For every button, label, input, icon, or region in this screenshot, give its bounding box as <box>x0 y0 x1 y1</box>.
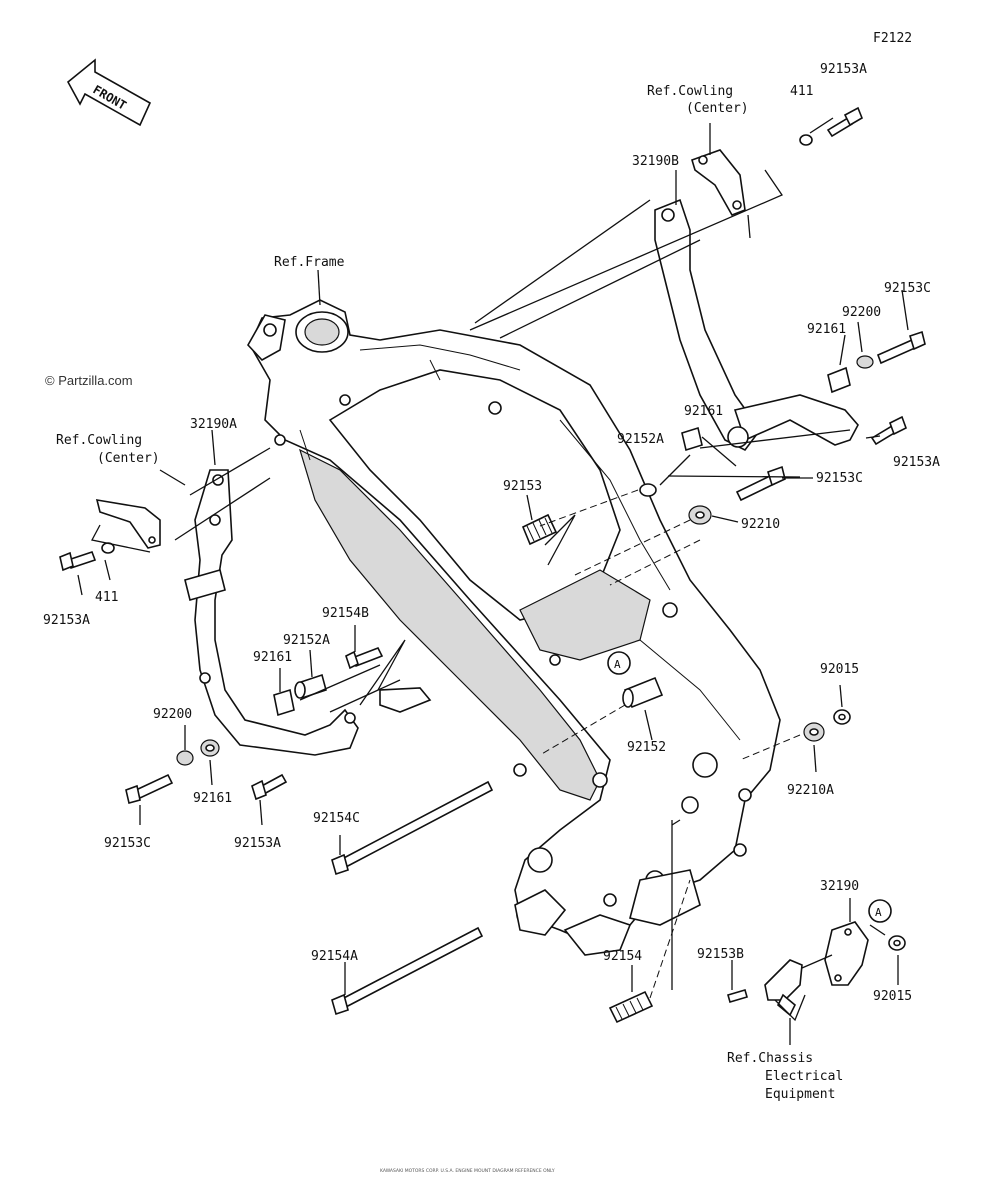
bolt-92153a-left <box>59 550 97 572</box>
long-bolt-92154c <box>331 780 494 876</box>
label-92200-left: 92200 <box>153 707 192 722</box>
collar-92161-right-upper <box>827 366 851 394</box>
collar-92161-right-lower <box>681 426 703 452</box>
bolt-92153c-left <box>125 773 174 804</box>
ref-cowling-left-line1: Ref.Cowling <box>56 433 142 448</box>
footer-fine-print: KAWASAKI MOTORS CORP. U.S.A. ENGINE MOUN… <box>380 1168 555 1174</box>
bolt-92153a-top <box>826 106 863 138</box>
svg-text:A: A <box>875 906 882 919</box>
bracket-32190b <box>654 149 859 452</box>
ref-frame: Ref.Frame <box>274 255 345 270</box>
bolt-92153a-left-lower <box>251 773 288 801</box>
label-92161-right-lower: 92161 <box>684 404 723 419</box>
label-92154: 92154 <box>603 949 642 964</box>
washer-92200-right <box>856 355 874 369</box>
label-92153a-right: 92153A <box>893 455 940 470</box>
bolt-92153 <box>521 513 558 546</box>
callout-a-circle-lower: A <box>868 899 892 923</box>
label-92200-right: 92200 <box>842 305 881 320</box>
label-92153a-left: 92153A <box>43 613 90 628</box>
bracket-32190a <box>95 469 432 756</box>
leader-lines <box>77 117 909 1045</box>
label-92153a-top: 92153A <box>820 62 867 77</box>
label-92153b: 92153B <box>697 947 744 962</box>
label-32190: 32190 <box>820 879 859 894</box>
frame-illustration: A <box>247 299 781 956</box>
nut-92210 <box>688 505 712 525</box>
label-92161-left: 92161 <box>253 650 292 665</box>
collar-92161-left-lower <box>200 739 220 757</box>
label-411-left: 411 <box>95 590 118 605</box>
label-92153c-left: 92153C <box>104 836 151 851</box>
long-bolt-92154a <box>331 926 484 1016</box>
bolt-92154b <box>345 646 384 670</box>
ref-chassis-line2: Electrical <box>765 1069 843 1084</box>
bolt-92153a-right <box>870 415 907 446</box>
label-32190b: 32190B <box>632 154 679 169</box>
callout-a-frame: A <box>614 658 621 671</box>
label-92154b: 92154B <box>322 606 369 621</box>
collar-92152 <box>622 676 664 709</box>
bolt-92153c-mid <box>735 465 786 502</box>
label-92161-right-upper: 92161 <box>807 322 846 337</box>
part-labels: 92153A 411 Ref.Cowling (Center) 32190B R… <box>43 62 940 1102</box>
watermark: © Partzilla.com <box>45 373 133 388</box>
bolt-92153b <box>727 989 748 1003</box>
collar-92161-left <box>273 688 295 717</box>
collar-92152a-left <box>294 673 327 700</box>
label-92015-lower: 92015 <box>873 989 912 1004</box>
label-32190a: 32190A <box>190 417 237 432</box>
label-92152: 92152 <box>627 740 666 755</box>
label-92015-upper: 92015 <box>820 662 859 677</box>
label-92153c-right: 92153C <box>884 281 931 296</box>
label-92161-left-lower: 92161 <box>193 791 232 806</box>
label-92152a-left: 92152A <box>283 633 330 648</box>
label-92153c-mid: 92153C <box>816 471 863 486</box>
chassis-bracket <box>764 959 803 1017</box>
washer-92200-left <box>176 750 194 766</box>
bracket-32190 <box>824 921 869 986</box>
ref-cowling-right-line2: (Center) <box>686 101 749 116</box>
label-411-top: 411 <box>790 84 813 99</box>
nut-92015-lower <box>888 935 906 951</box>
ref-cowling-right-line1: Ref.Cowling <box>647 84 733 99</box>
front-arrow-icon: FRONT <box>66 58 152 127</box>
label-92154a: 92154A <box>311 949 358 964</box>
label-92210: 92210 <box>741 517 780 532</box>
bolt-92153c-right <box>876 330 926 365</box>
label-92153a-left-lower: 92153A <box>234 836 281 851</box>
nut-92210a <box>803 722 825 742</box>
nut-92015-upper <box>833 709 851 725</box>
ref-chassis-line1: Ref.Chassis <box>727 1051 813 1066</box>
label-92153: 92153 <box>503 479 542 494</box>
washer-92152a-right <box>639 483 657 497</box>
ref-cowling-left-line2: (Center) <box>97 451 160 466</box>
ref-chassis-line3: Equipment <box>765 1087 835 1102</box>
label-92210a: 92210A <box>787 783 834 798</box>
label-92152a-right: 92152A <box>617 432 664 447</box>
figure-code: F2122 <box>873 31 912 46</box>
bolt-92154 <box>608 990 654 1024</box>
washer-411-top <box>799 134 813 146</box>
label-92154c: 92154C <box>313 811 360 826</box>
